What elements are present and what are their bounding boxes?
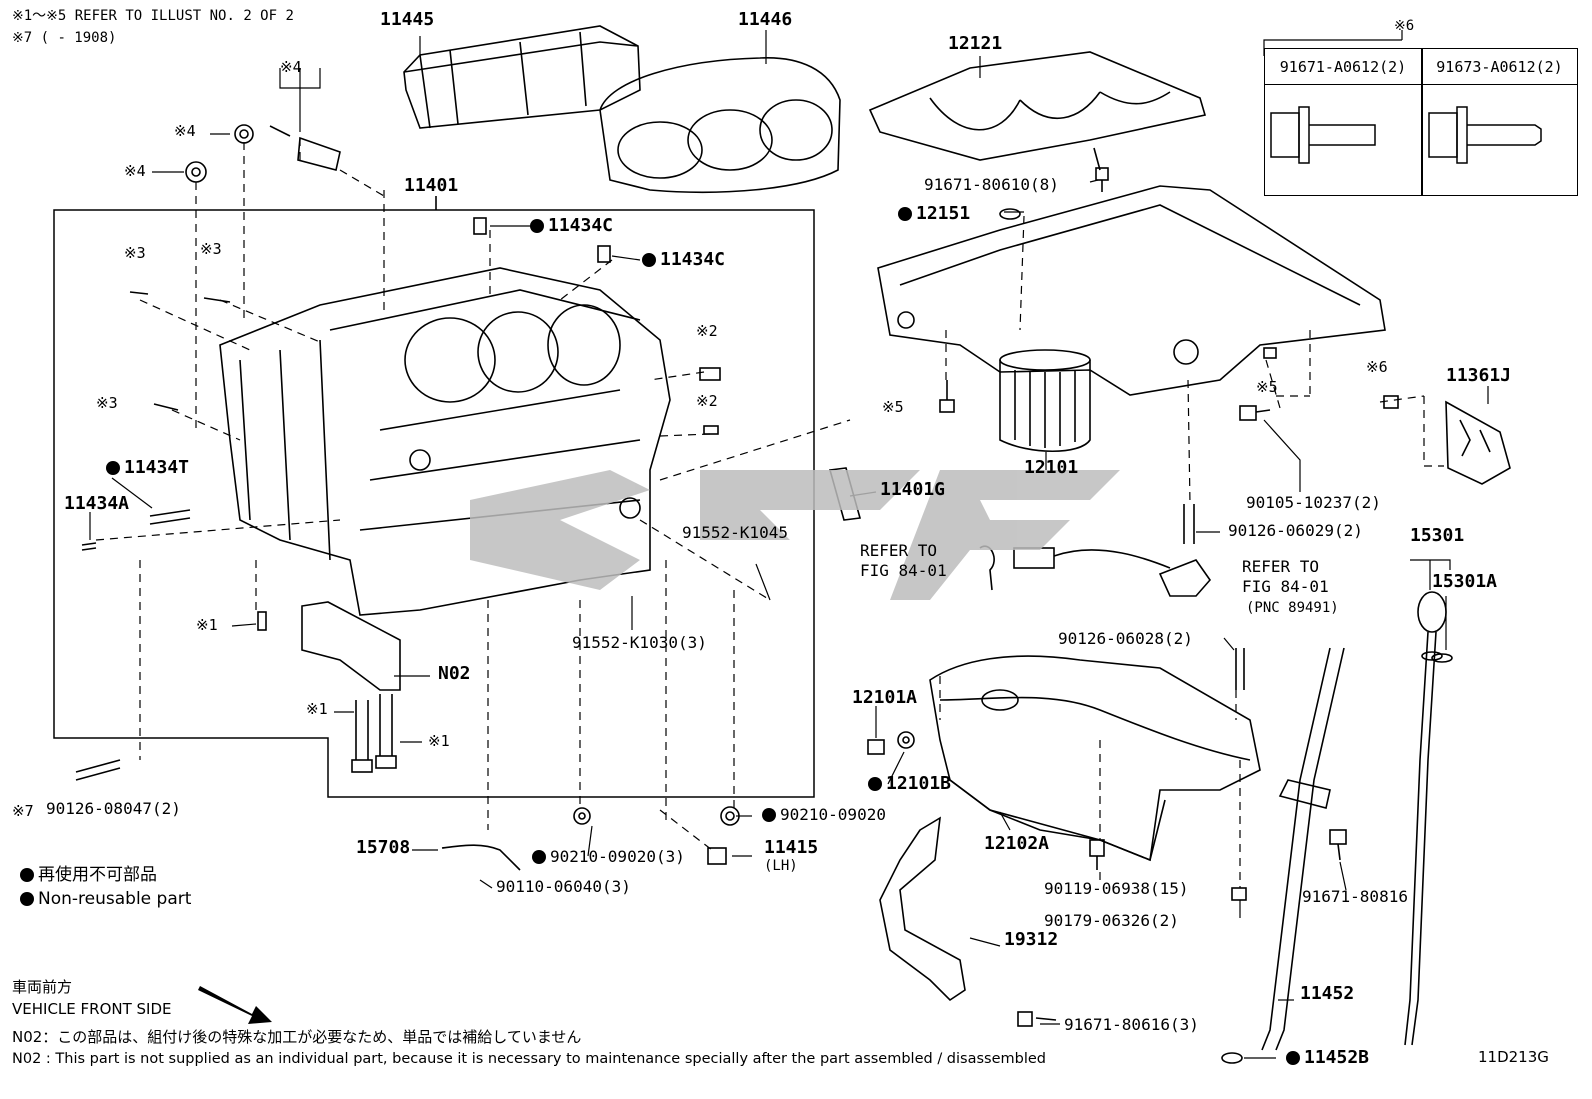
callout-11434c-lower[interactable]: 11434C	[642, 250, 725, 270]
part-11361j-plate	[1445, 400, 1511, 485]
callout-91552-k1045[interactable]: 91552-K1045	[682, 523, 788, 542]
part-n02-bearing-cap	[301, 601, 401, 691]
callout-15708[interactable]: 15708	[356, 837, 411, 858]
n02-note-jp: N02：この部品は、組付け後の特殊な加工が必要なため、単品では補給していません	[12, 1028, 582, 1046]
callout-11401g[interactable]: 11401G	[880, 479, 946, 500]
marker-3-side: ※3	[96, 394, 118, 412]
marker-2-upper: ※2	[696, 322, 718, 340]
callout-90119-06938[interactable]: 90119-06938(15)	[1044, 879, 1189, 898]
callout-90210-09020-right[interactable]: 90210-09020	[762, 806, 886, 824]
callout-11452[interactable]: 11452	[1300, 983, 1355, 1004]
callout-11434t[interactable]: 11434T	[106, 458, 189, 478]
marker-6-kit: ※6	[1394, 18, 1415, 34]
legend-en-row: Non-reusable part	[20, 890, 191, 908]
refer-right-line1: REFER TO	[1242, 557, 1320, 576]
part-19312-baffle	[879, 816, 966, 1002]
callout-12102a[interactable]: 12102A	[984, 833, 1050, 854]
part-12121-stiffener	[868, 51, 1207, 161]
dashed-guide-lines	[95, 124, 1444, 888]
marker-5-left: ※5	[882, 398, 904, 416]
callout-90210-09020-3[interactable]: 90210-09020(3)	[532, 848, 685, 866]
marker-1-bolt-left: ※1	[306, 700, 328, 718]
callout-90126-08047[interactable]: 90126-08047(2)	[46, 799, 181, 818]
callout-12151[interactable]: 12151	[898, 204, 970, 224]
callout-11434a[interactable]: 11434A	[64, 493, 130, 514]
callout-12101a[interactable]: 12101A	[852, 687, 918, 708]
marker-6-plate: ※6	[1366, 358, 1388, 376]
marker-1-pin: ※1	[196, 616, 218, 634]
callout-11452b[interactable]: 11452B	[1286, 1048, 1369, 1068]
callout-90179-06326[interactable]: 90179-06326(2)	[1044, 911, 1179, 930]
part-15301-dipstick	[1404, 591, 1447, 1046]
callout-11445[interactable]: 11445	[380, 9, 435, 30]
kit-divider	[1421, 49, 1423, 195]
diagram-code: 11D213G	[1478, 1048, 1549, 1066]
legend-dot-en	[20, 889, 38, 909]
marker-4-top: ※4	[280, 58, 302, 76]
callout-19312[interactable]: 19312	[1004, 929, 1059, 950]
block-group-frame	[53, 209, 815, 798]
legend-jp-row: 再使用不可部品	[20, 866, 157, 884]
legend-en: Non-reusable part	[38, 889, 192, 909]
part-12102a-oil-pan	[929, 655, 1261, 862]
bolt-kit-table: 91671-A0612(2) 91673-A0612(2)	[1264, 48, 1578, 196]
marker-5-right: ※5	[1256, 378, 1278, 396]
callout-11415-lh: (LH)	[764, 858, 798, 874]
kit-col1-label[interactable]: 91671-A0612(2)	[1279, 58, 1407, 76]
note-refer-illust: ※1～※5 REFER TO ILLUST NO. 2 OF 2	[12, 8, 294, 24]
callout-91671-80616[interactable]: 91671-80616(3)	[1064, 1015, 1199, 1034]
marker-3-bolt: ※3	[200, 240, 222, 258]
kit-col2-label[interactable]: 91673-A0612(2)	[1436, 58, 1563, 76]
refer-right-line3: (PNC 89491)	[1246, 600, 1339, 616]
callout-90110-06040[interactable]: 90110-06040(3)	[496, 877, 631, 896]
front-side-arrow	[198, 986, 272, 1024]
sensor-assembly	[979, 545, 1212, 597]
callout-90105-10237[interactable]: 90105-10237(2)	[1246, 493, 1381, 512]
callout-91671-80610[interactable]: 91671-80610(8)	[924, 175, 1059, 194]
callout-91671-80816[interactable]: 91671-80816	[1302, 887, 1408, 906]
watermark-logo	[470, 470, 1120, 600]
part-11452-dipstick-tube	[1261, 647, 1345, 1051]
bolt-set	[75, 124, 1453, 1064]
front-side-en: VEHICLE FRONT SIDE	[12, 1000, 172, 1018]
callout-91552-k1030[interactable]: 91552-K1030(3)	[572, 633, 707, 652]
callout-n02[interactable]: N02	[438, 663, 471, 684]
marker-4-lower: ※4	[124, 162, 146, 180]
refer-left-line2[interactable]: FIG 84-01	[860, 561, 947, 580]
front-side-jp: 車両前方	[12, 978, 73, 996]
legend-jp: 再使用不可部品	[38, 865, 157, 885]
callout-11446[interactable]: 11446	[738, 9, 793, 30]
n02-note-en: N02 : This part is not supplied as an in…	[12, 1051, 1046, 1067]
part-11445-cover	[403, 25, 641, 129]
part-11446-insulator	[599, 57, 841, 193]
callout-11361j[interactable]: 11361J	[1446, 365, 1512, 386]
callout-90126-06028[interactable]: 90126-06028(2)	[1058, 629, 1193, 648]
note-7-range: ※7 ( - 1908)	[12, 30, 117, 46]
callout-12101[interactable]: 12101	[1024, 457, 1079, 478]
callout-11415[interactable]: 11415	[764, 837, 819, 858]
marker-7: ※7	[12, 802, 34, 820]
marker-1-bolt-right: ※1	[428, 732, 450, 750]
marker-2-lower: ※2	[696, 392, 718, 410]
callout-12121[interactable]: 12121	[948, 33, 1003, 54]
kit-bolt-drawings	[1270, 106, 1542, 164]
marker-3-pin: ※3	[124, 244, 146, 262]
callout-90126-06029[interactable]: 90126-06029(2)	[1228, 521, 1363, 540]
refer-right-line2[interactable]: FIG 84-01	[1242, 577, 1329, 596]
callout-12101b[interactable]: 12101B	[868, 774, 951, 794]
part-12101-oil-pan-upper	[877, 185, 1386, 452]
callout-11401[interactable]: 11401	[404, 175, 459, 196]
callout-15301[interactable]: 15301	[1410, 525, 1465, 546]
marker-4-upper: ※4	[174, 122, 196, 140]
callout-15301a[interactable]: 15301A	[1432, 571, 1498, 592]
refer-left-line1: REFER TO	[860, 541, 938, 560]
callout-11434c-upper[interactable]: 11434C	[530, 216, 613, 236]
legend-dot-jp	[20, 865, 38, 885]
